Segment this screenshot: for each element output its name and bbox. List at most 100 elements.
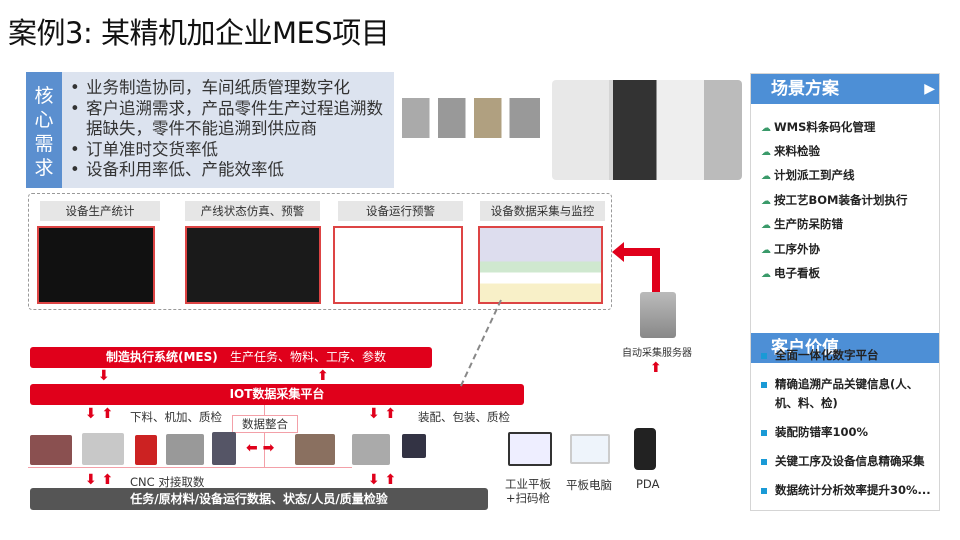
value-item-label: 全面一体化数字平台 [775,348,879,362]
cloud-icon: ☁ [761,220,771,231]
bullet-square-icon [761,487,767,494]
scenario-item-label: WMS料条码化管理 [774,120,876,134]
value-item-label: 装配防错率100% [775,425,869,439]
monitoring-screenshot [478,226,603,304]
server-label: 自动采集服务器 [622,348,692,359]
up-arrow-icon: ⬆ [317,368,329,384]
iot-bar: IOT数据采集平台 [30,384,524,405]
left-process-label: 下料、机加、质检 [130,410,222,424]
down-arrow-icon: ⬇ ⬆ [368,472,397,488]
bullet-square-icon [761,352,767,359]
need-item: 客户追溯需求，产品零件生产过程追溯数据缺失，零件不能追溯到供应商 [70,99,394,140]
scenario-item-label: 来料检验 [774,144,820,158]
panel-label: 设备生产统计 [40,201,160,221]
mes-bar: 制造执行系统(MES) 生产任务、物料、工序、参数 [30,347,432,368]
value-item-label: 数据统计分析效率提升30%... [775,483,931,497]
line-simulation-screenshot [185,226,321,304]
cnc-label: CNC 对接取数 [130,475,205,489]
cloud-icon: ☁ [761,196,771,207]
divider [28,467,352,468]
warning-board-screenshot [333,226,463,304]
value-header: 客户价值 [751,333,939,363]
workshop-image [295,434,335,465]
need-item: 订单准时交货率低 [70,140,394,161]
dashed-arrow [459,299,502,387]
scenario-header: 场景方案 ▶ [751,74,939,104]
cloud-icon: ☁ [761,123,771,134]
scenario-item: ☁WMS料条码化管理 [761,118,875,138]
scenario-item: ☁工序外协 [761,240,820,260]
server-icon [640,292,676,338]
device-label: PDA [636,477,660,491]
core-needs-box: 核心需求 业务制造协同，车间纸质管理数字化 客户追溯需求，产品零件生产过程追溯数… [26,72,394,188]
arrow-head-icon [612,242,624,262]
value-item-label: 精确追溯产品关键信息(人、机、料、检) [775,377,919,410]
data-integration-label: 数据整合 [232,415,298,433]
value-item-label: 关键工序及设备信息精确采集 [775,454,925,468]
panel-label: 设备数据采集与监控 [480,201,605,221]
bidirectional-arrow-icon: ⬅ ➡ [246,440,275,456]
cmm-image [212,432,236,465]
machine-image [552,80,742,180]
bottom-data-bar: 任务/原材料/设备运行数据、状态/人员/质量检验 [30,488,488,510]
core-needs-label-text: 核心需求 [34,85,54,179]
scenario-item-label: 生产防呆防错 [774,217,843,231]
machine-image [166,434,204,465]
device-label-line: 工业平板 [505,477,551,491]
core-needs-list: 业务制造协同，车间纸质管理数字化 客户追溯需求，产品零件生产过程追溯数据缺失，零… [70,78,394,181]
device-label-line: +扫码枪 [505,491,551,505]
device-label: 平板电脑 [566,478,612,492]
cloud-icon: ☁ [761,269,771,280]
industrial-tablet-image [508,432,552,466]
need-item: 设备利用率低、产能效率低 [70,160,394,181]
down-arrow-icon: ⬇ ⬆ [85,406,114,422]
cnc-machine-image [82,433,124,465]
stats-dashboard-screenshot [37,226,155,304]
down-arrow-icon: ⬇ ⬆ [85,472,114,488]
scenario-item: ☁计划派工到产线 [761,166,855,186]
robot-arm-image [135,435,157,465]
scenario-item: ☁来料检验 [761,142,820,162]
bullet-square-icon [761,381,767,388]
scenario-title: 场景方案 [771,79,839,99]
up-arrow-icon: ⬆ [650,360,662,376]
scenario-item: ☁按工艺BOM装备计划执行 [761,191,907,211]
scenario-item-label: 按工艺BOM装备计划执行 [774,193,908,207]
right-panel: 场景方案▶ ☁WMS料条码化管理 ☁来料检验 ☁计划派工到产线 ☁按工艺BOM装… [750,73,940,511]
bullet-square-icon [761,429,767,436]
pda-image [634,428,656,470]
panel-label: 设备运行预警 [338,201,463,221]
device-label: 工业平板+扫码枪 [500,477,556,505]
value-item: 精确追溯产品关键信息(人、机、料、检) [761,375,933,413]
down-arrow-icon: ⬇ ⬆ [368,406,397,422]
dashboards-group [28,193,612,310]
value-item: 数据统计分析效率提升30%... [761,481,931,500]
feedback-arrow-icon [620,248,660,298]
down-arrow-icon: ⬇ [98,368,110,384]
value-item: 装配防错率100% [761,423,868,442]
right-process-label: 装配、包装、质检 [418,410,510,424]
scenario-item-label: 电子看板 [774,266,820,280]
need-item: 业务制造协同，车间纸质管理数字化 [70,78,394,99]
scenario-item-label: 工序外协 [774,242,820,256]
cloud-icon: ☁ [761,171,771,182]
scenario-item: ☁电子看板 [761,264,820,284]
scanner-image [402,434,426,458]
panel-label: 产线状态仿真、预警 [185,201,320,221]
equipment-image [30,435,72,465]
bullet-square-icon [761,458,767,465]
mes-bar-detail: 生产任务、物料、工序、参数 [229,350,386,364]
scenario-item-label: 计划派工到产线 [774,168,855,182]
chevron-right-icon: ▶ [924,81,935,97]
cloud-icon: ☁ [761,147,771,158]
divider [264,405,265,467]
product-parts-image [402,98,540,138]
value-item: 全面一体化数字平台 [761,346,879,365]
cloud-icon: ☁ [761,245,771,256]
parts-image [352,434,390,465]
mes-bar-name: 制造执行系统(MES) [106,350,218,364]
scenario-item: ☁生产防呆防错 [761,215,843,235]
core-needs-label: 核心需求 [26,72,62,188]
page-title: 案例3: 某精机加企业MES项目 [8,16,390,50]
tablet-image [570,434,610,464]
